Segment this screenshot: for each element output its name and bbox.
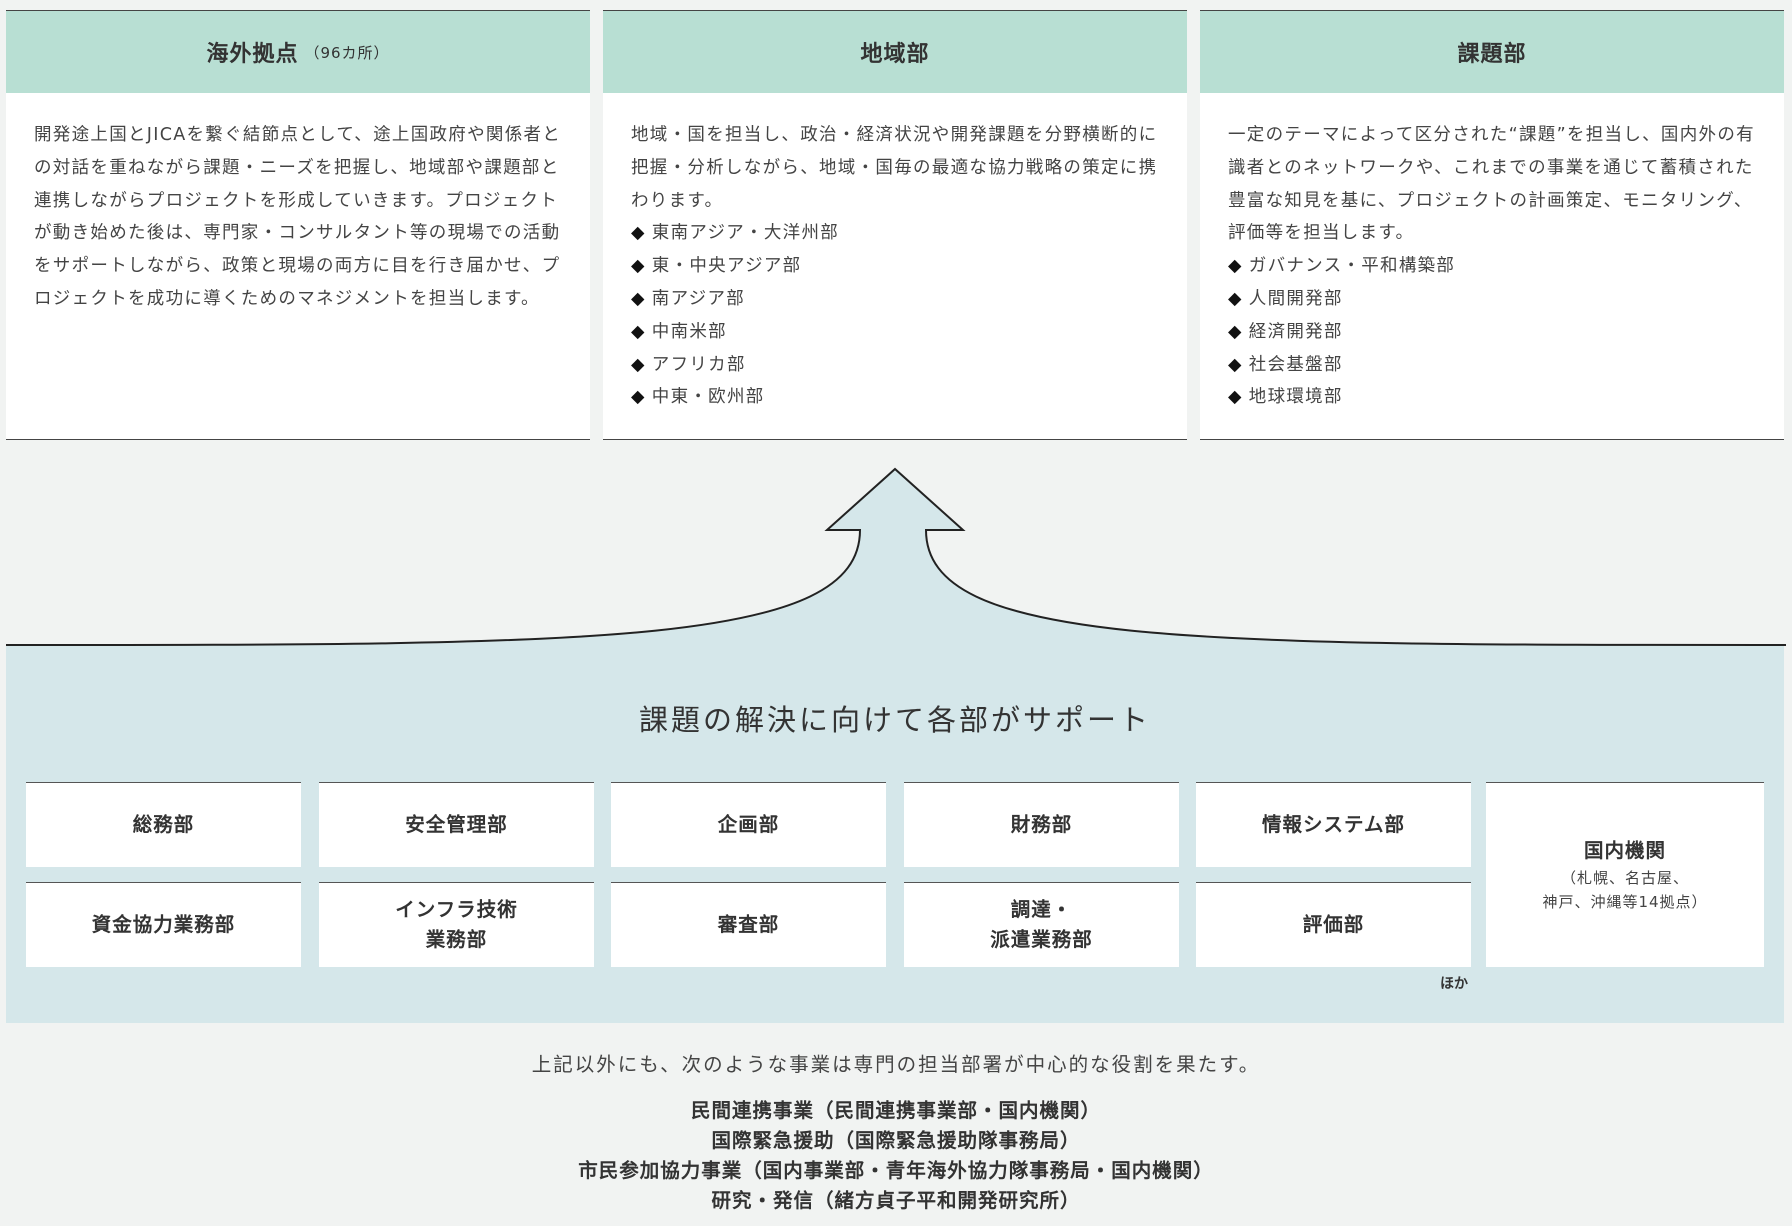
list-item: 地球環境部 [1228, 381, 1756, 414]
list-item: 東南アジア・大洋州部 [631, 217, 1159, 250]
overseas-offices-box: 海外拠点 （96カ所） 開発途上国とJICAを繋ぐ結節点として、途上国政府や関係… [6, 10, 590, 440]
dept-evaluation: 評価部 [1196, 882, 1471, 967]
list-item: 国際緊急援助（国際緊急援助隊事務局） [711, 1129, 1081, 1152]
dept-information-systems: 情報システム部 [1196, 782, 1471, 867]
list-item: 中南米部 [631, 316, 1159, 349]
thematic-departments-header: 課題部 [1200, 11, 1784, 93]
list-item: 経済開発部 [1228, 316, 1756, 349]
upward-arrow-icon [5, 467, 1787, 646]
thematic-departments-body: 一定のテーマによって区分された“課題”を担当し、国内外の有識者とのネットワークや… [1200, 93, 1784, 414]
list-item: 市民参加協力事業（国内事業部・青年海外協力隊事務局・国内機関） [578, 1159, 1214, 1182]
dept-domestic-offices: 国内機関 （札幌、名古屋、 神戸、沖縄等14拠点） [1486, 782, 1764, 967]
dept-appraisal: 審査部 [611, 882, 886, 967]
domestic-offices-note-1: （札幌、名古屋、 [1560, 869, 1689, 887]
overseas-offices-text: 開発途上国とJICAを繋ぐ結節点として、途上国政府や関係者との対話を重ねながら課… [34, 125, 562, 309]
overseas-offices-header: 海外拠点 （96カ所） [6, 11, 590, 93]
domestic-offices-note-2: 神戸、沖縄等14拠点） [1542, 893, 1708, 911]
thematic-departments-list: ガバナンス・平和構築部 人間開発部 経済開発部 社会基盤部 地球環境部 [1228, 250, 1756, 414]
regional-departments-box: 地域部 地域・国を担当し、政治・経済状況や開発課題を分野横断的に把握・分析しなが… [603, 10, 1187, 440]
dept-financial-cooperation: 資金協力業務部 [26, 882, 301, 967]
list-item: 南アジア部 [631, 283, 1159, 316]
dept-procurement: 調達・ 派遣業務部 [904, 882, 1179, 967]
dept-planning: 企画部 [611, 782, 886, 867]
dept-infrastructure: インフラ技術 業務部 [319, 882, 594, 967]
list-item: 人間開発部 [1228, 283, 1756, 316]
dept-general-affairs: 総務部 [26, 782, 301, 867]
list-item: ガバナンス・平和構築部 [1228, 250, 1756, 283]
dept-finance: 財務部 [904, 782, 1179, 867]
overseas-offices-title: 海外拠点 [206, 42, 299, 67]
thematic-departments-text: 一定のテーマによって区分された“課題”を担当し、国内外の有識者とのネットワークや… [1228, 125, 1755, 244]
regional-departments-header: 地域部 [603, 11, 1187, 93]
regional-departments-text: 地域・国を担当し、政治・経済状況や開発課題を分野横断的に把握・分析しながら、地域… [631, 125, 1158, 211]
thematic-departments-title: 課題部 [1457, 42, 1527, 67]
support-title: 課題の解決に向けて各部がサポート [638, 703, 1151, 737]
list-item: 中東・欧州部 [631, 381, 1159, 414]
list-item: 研究・発信（緒方貞子平和開発研究所） [711, 1189, 1081, 1212]
thematic-departments-box: 課題部 一定のテーマによって区分された“課題”を担当し、国内外の有識者とのネット… [1200, 10, 1784, 440]
regional-departments-title: 地域部 [860, 42, 930, 67]
list-item: 社会基盤部 [1228, 349, 1756, 382]
support-panel: 課題の解決に向けて各部がサポート 総務部 安全管理部 企画部 財務部 情報システ… [6, 645, 1784, 1023]
regional-departments-list: 東南アジア・大洋州部 東・中央アジア部 南アジア部 中南米部 アフリカ部 中東・… [631, 217, 1159, 414]
list-item: 民間連携事業（民間連携事業部・国内機関） [690, 1099, 1101, 1122]
overseas-offices-body: 開発途上国とJICAを繋ぐ結節点として、途上国政府や関係者との対話を重ねながら課… [6, 93, 590, 316]
list-item: 東・中央アジア部 [631, 250, 1159, 283]
footer-intro: 上記以外にも、次のような事業は専門の担当部署が中心的な役割を果たす。 [531, 1053, 1261, 1076]
overseas-offices-count: （96カ所） [304, 43, 390, 62]
footer-list: 民間連携事業（民間連携事業部・国内機関） 国際緊急援助（国際緊急援助隊事務局） … [0, 1096, 1792, 1216]
dept-security-management: 安全管理部 [319, 782, 594, 867]
regional-departments-body: 地域・国を担当し、政治・経済状況や開発課題を分野横断的に把握・分析しながら、地域… [603, 93, 1187, 414]
list-item: アフリカ部 [631, 349, 1159, 382]
domestic-offices-title: 国内機関 [1583, 839, 1666, 862]
others-label: ほか [1440, 976, 1468, 992]
